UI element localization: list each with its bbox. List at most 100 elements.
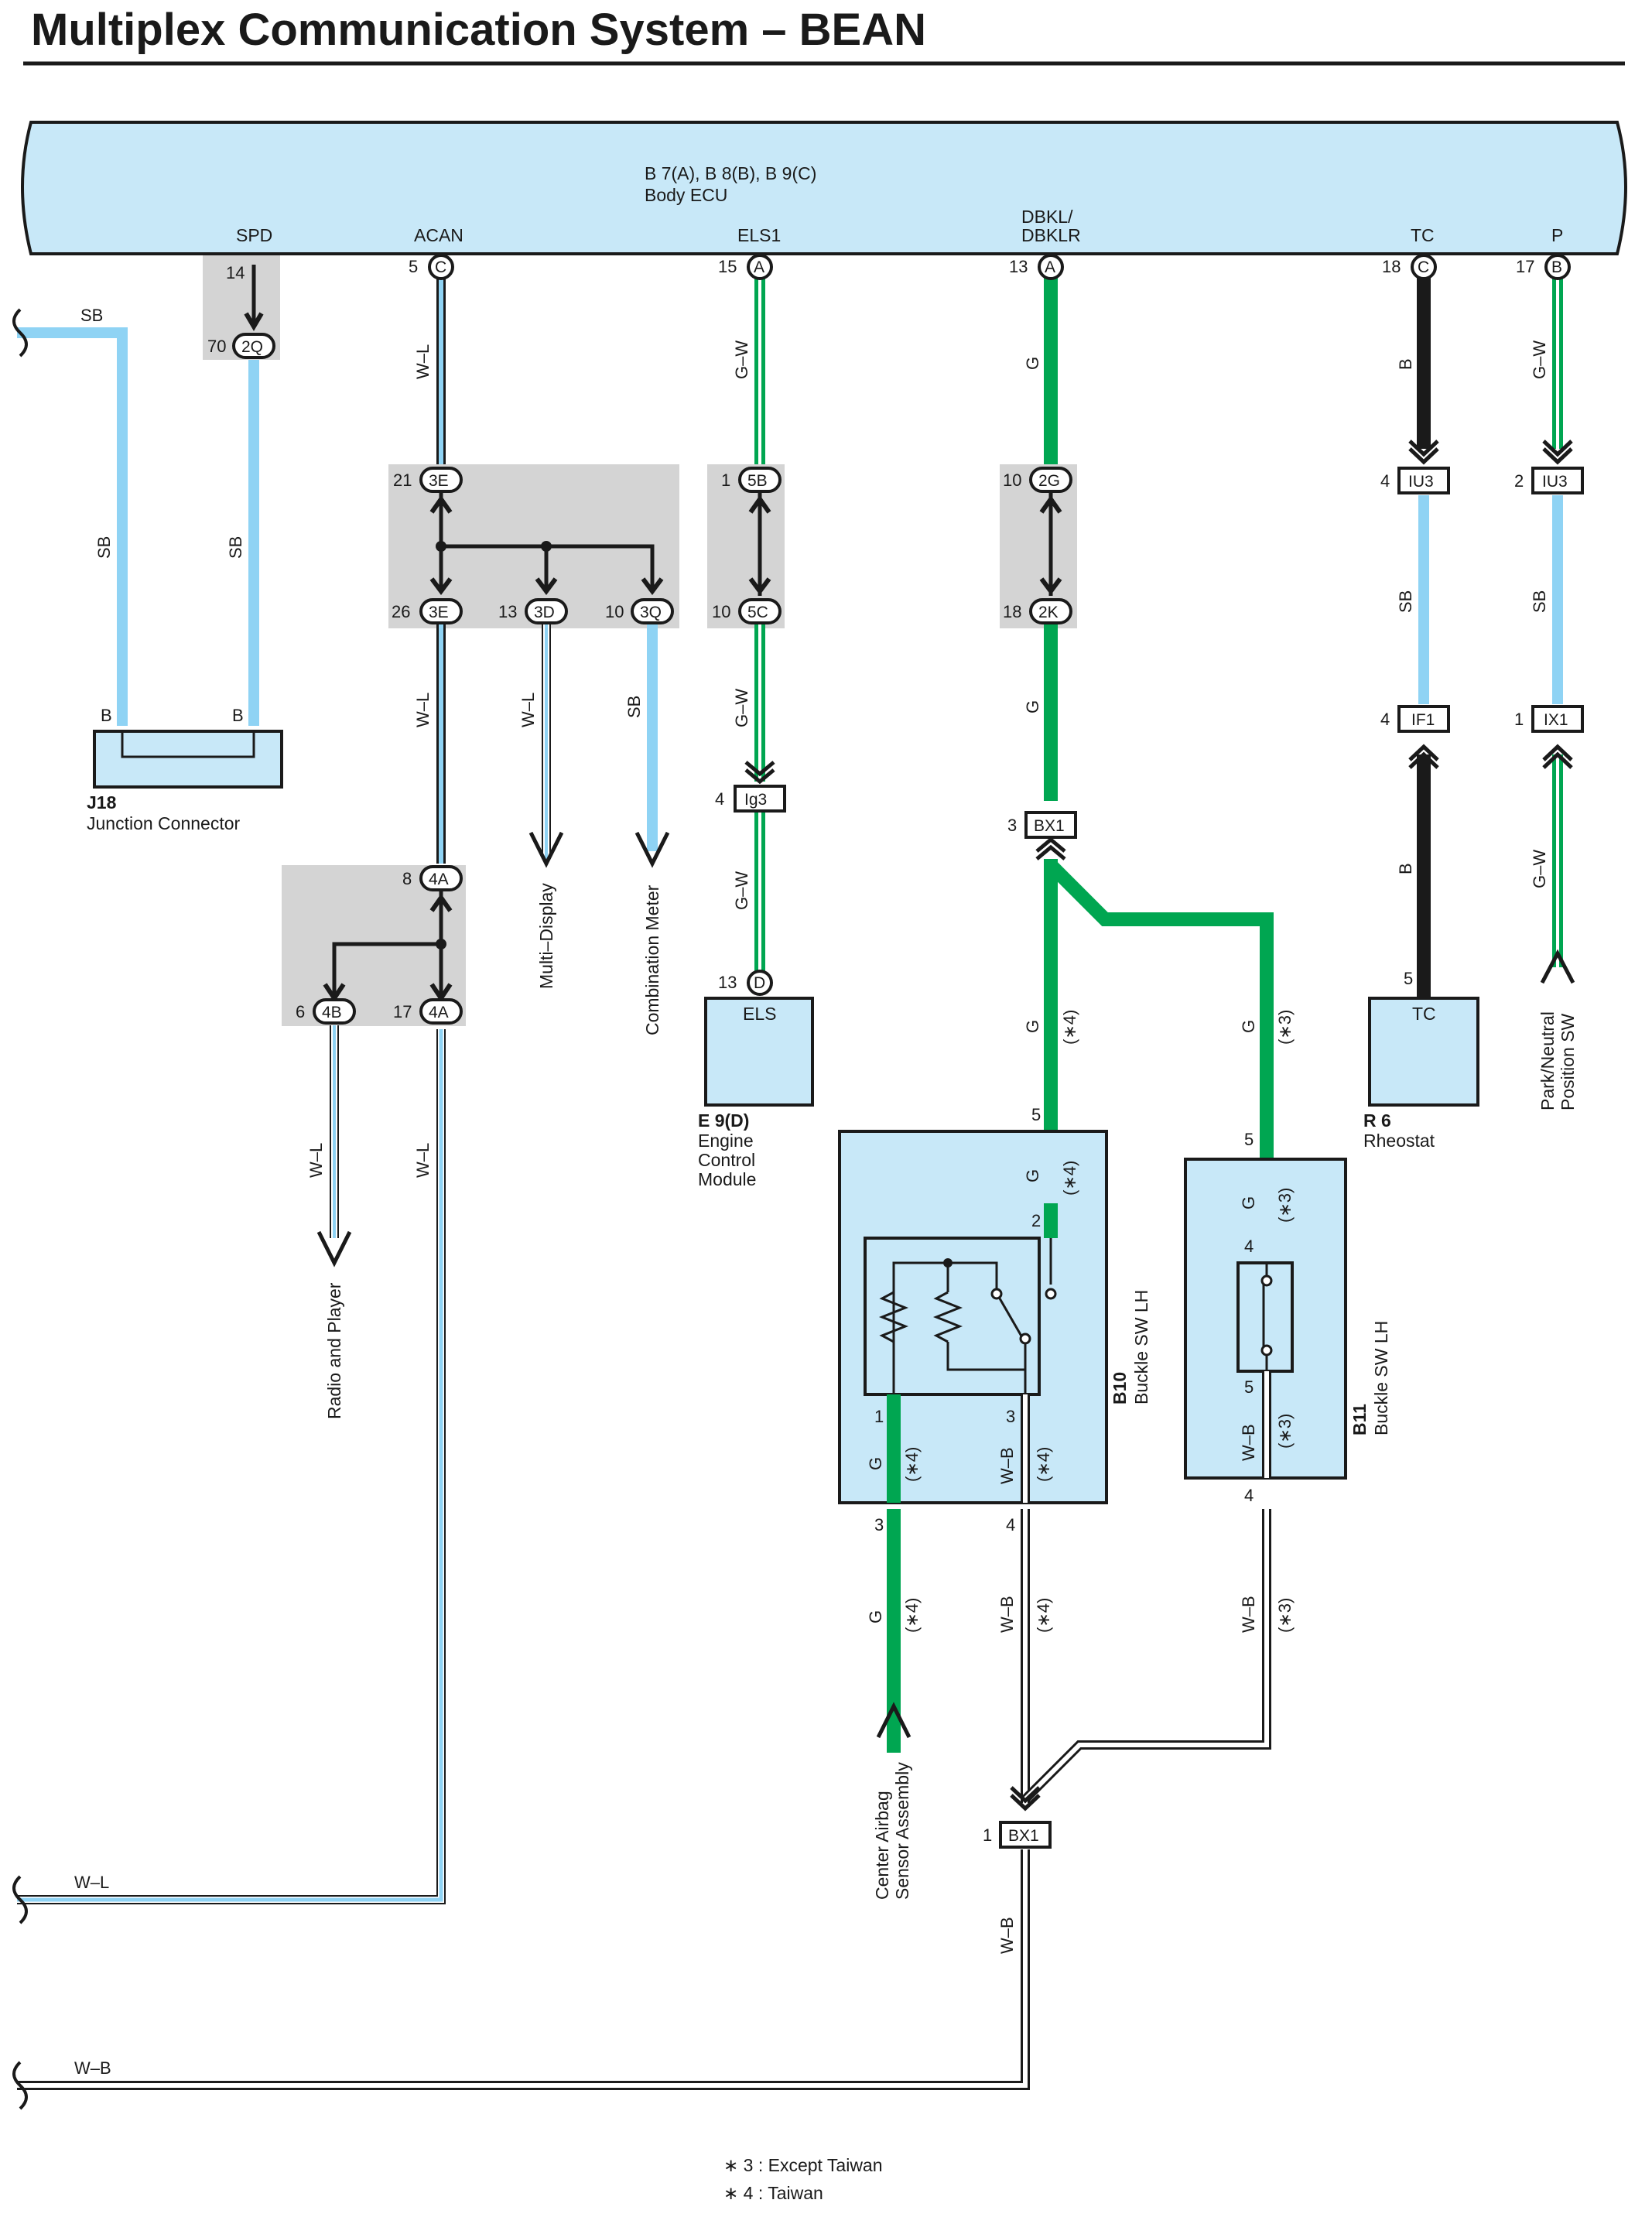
connector-iu3-a-pin: 4 <box>1380 471 1390 491</box>
splice-3e-arrow-icon-b <box>535 577 558 595</box>
b10-pin-4: 4 <box>1006 1515 1015 1534</box>
ecu-pin-tc-connector: C <box>1418 258 1429 276</box>
connector-4b: 4B 6 <box>296 998 356 1025</box>
connector-bx1-bottom-pin: 1 <box>983 1825 992 1845</box>
wire-label-star4-b10-in: (∗4) <box>1060 1161 1079 1196</box>
connector-iu3-b-id: IU3 <box>1542 473 1568 491</box>
connector-3q: 3Q 10 <box>605 598 674 624</box>
wire-label-wl-acan-2: W–L <box>413 693 433 727</box>
wire-label-b-tc-2: B <box>1396 863 1415 874</box>
wire-label-star4-airbag: (∗4) <box>902 1598 922 1633</box>
park-arrow-icon <box>1540 949 1575 984</box>
connector-2g-pin: 10 <box>1003 470 1021 490</box>
wire-label-wb-b10-low: W–B <box>997 1596 1017 1633</box>
wire-label-wl-radio: W–L <box>306 1143 326 1178</box>
splice-4a-arrow-icon-up <box>429 893 453 912</box>
wire-label-gw-els-2: G–W <box>732 689 751 727</box>
b10-name: Buckle SW LH <box>1131 1290 1151 1404</box>
b11-pin-5: 5 <box>1244 1130 1254 1149</box>
e9-engine-control-module: ELS E 9(D) Engine Control Module <box>698 997 814 1189</box>
wire-label-sb-meter: SB <box>624 696 644 718</box>
splice-3e-arrow-icon-a <box>429 577 453 595</box>
combination-meter-arrow-icon <box>634 831 670 868</box>
wire-label-star4-b10-wb: (∗4) <box>1034 1447 1053 1482</box>
splice-3e-bus <box>441 544 655 588</box>
connector-3d-id: 3D <box>534 604 555 621</box>
body-ecu: B 7(A), B 8(B), B 9(C) Body ECU SPD ACAN… <box>21 121 1627 255</box>
connector-4a-top-pin: 8 <box>402 869 412 888</box>
wire-label-wl-acan: W–L <box>413 344 433 379</box>
connector-if1-id: IF1 <box>1411 711 1435 729</box>
connector-4b-id: 4B <box>322 1004 342 1021</box>
ecu-pin-acan-connector: C <box>435 258 446 276</box>
wire-label-g-b11-in: G <box>1239 1196 1258 1209</box>
connector-5b-id: 5B <box>747 472 768 490</box>
b10-pin-2: 2 <box>1031 1211 1041 1230</box>
ig3-arrow-icon-a <box>744 761 775 777</box>
wire-label-wb-b11-out: W–B <box>1239 1424 1258 1461</box>
dest-radio-and-player: Radio and Player <box>324 1282 344 1419</box>
spd-arrow-icon <box>244 312 264 331</box>
break-mark-sb <box>12 308 28 358</box>
b10-pin-5: 5 <box>1031 1105 1041 1124</box>
connector-bx1-top-pin: 3 <box>1007 816 1017 835</box>
connector-2q-pin: 70 <box>207 337 226 356</box>
connector-5c: 5C 10 <box>712 598 782 624</box>
connector-4a-top: 4A 8 <box>402 865 463 891</box>
ecu-pin-tc-number: 18 <box>1382 257 1401 276</box>
page-title: Multiplex Communication System – BEAN <box>31 5 926 55</box>
wire-label-star3-b11-in: (∗3) <box>1275 1188 1295 1223</box>
iu3b-arrow-icon-a <box>1542 440 1573 457</box>
connector-2k: 2K 18 <box>1003 598 1072 624</box>
connector-ig3-id: Ig3 <box>744 791 767 809</box>
ecu-pin-els1-connector: A <box>754 258 764 276</box>
b11-pin-4: 4 <box>1244 1237 1254 1256</box>
connector-5c-id: 5C <box>747 604 768 621</box>
note-taiwan: ∗ 4 : Taiwan <box>723 2183 823 2203</box>
ig3-arrow-icon-b <box>744 768 775 785</box>
connector-ix1-pin: 1 <box>1514 710 1524 729</box>
b10-pin-1: 1 <box>874 1407 884 1426</box>
ecu-pin-spd-number: 14 <box>226 263 245 282</box>
connector-2g: 2G 10 <box>1003 467 1072 493</box>
b11-buckle-switch: 5 4 5 4 B11 Buckle SW LH <box>1184 1130 1391 1505</box>
splice-5b-arrow-icon-down <box>748 577 771 595</box>
wire-label-g-dbkl-2: G <box>1023 700 1042 713</box>
connector-2k-id: 2K <box>1038 604 1059 621</box>
wire-label-wb-b10-out: W–B <box>997 1447 1017 1484</box>
connector-4a-top-id: 4A <box>429 871 449 888</box>
ecu-pin-p-connector: B <box>1551 258 1562 276</box>
connector-3e-bottom-pin: 26 <box>392 602 410 621</box>
connector-2q: 2Q 70 <box>207 333 275 359</box>
connector-d: D 13 <box>718 970 773 996</box>
b10-pin-3: 3 <box>1006 1407 1015 1426</box>
ecu-terminal-spd: SPD <box>236 225 272 245</box>
bx1b-arrow-icon-a <box>1010 1786 1041 1804</box>
wire-label-star3-b11: (∗3) <box>1275 1010 1295 1045</box>
wire-label-g-b10: G <box>1023 1020 1042 1033</box>
dest-park-line-2: Position SW <box>1558 1013 1578 1110</box>
ecu-terminal-els1: ELS1 <box>737 225 781 245</box>
splice-4a-branch <box>332 942 441 995</box>
break-mark-wb <box>12 2061 28 2110</box>
iu3b-arrow-icon-b <box>1542 447 1573 465</box>
dest-airbag-line-2: Sensor Assembly <box>892 1762 912 1900</box>
connector-3e-bottom-id: 3E <box>429 604 449 621</box>
connector-iu3-a-id: IU3 <box>1408 473 1434 491</box>
ecu-pin-els1-number: 15 <box>718 257 737 276</box>
e9-code: E 9(D) <box>698 1110 749 1131</box>
b10-buckle-switch: 5 2 1 3 3 4 B10 Buckle SW LH <box>838 1105 1151 1534</box>
e9-name-1: Engine <box>698 1131 754 1151</box>
iu3-arrow-icon-b <box>1408 447 1439 465</box>
ecu-pin-p-number: 17 <box>1516 257 1534 276</box>
splice-2g-arrow-icon-down <box>1039 577 1062 595</box>
ecu-pin-tc: 18 C <box>1382 254 1437 280</box>
j18-name: Junction Connector <box>87 813 241 833</box>
connector-2q-id: 2Q <box>241 338 263 356</box>
connector-d-id: D <box>754 974 765 992</box>
connector-5b-pin: 1 <box>721 470 730 490</box>
wire-label-sb-left: SB <box>94 536 114 559</box>
wire-label-star3-b11-wb: (∗3) <box>1275 1414 1295 1449</box>
splice-2g-arrow-icon-up <box>1039 494 1062 514</box>
wire-label-star4-b10: (∗4) <box>1060 1010 1079 1045</box>
